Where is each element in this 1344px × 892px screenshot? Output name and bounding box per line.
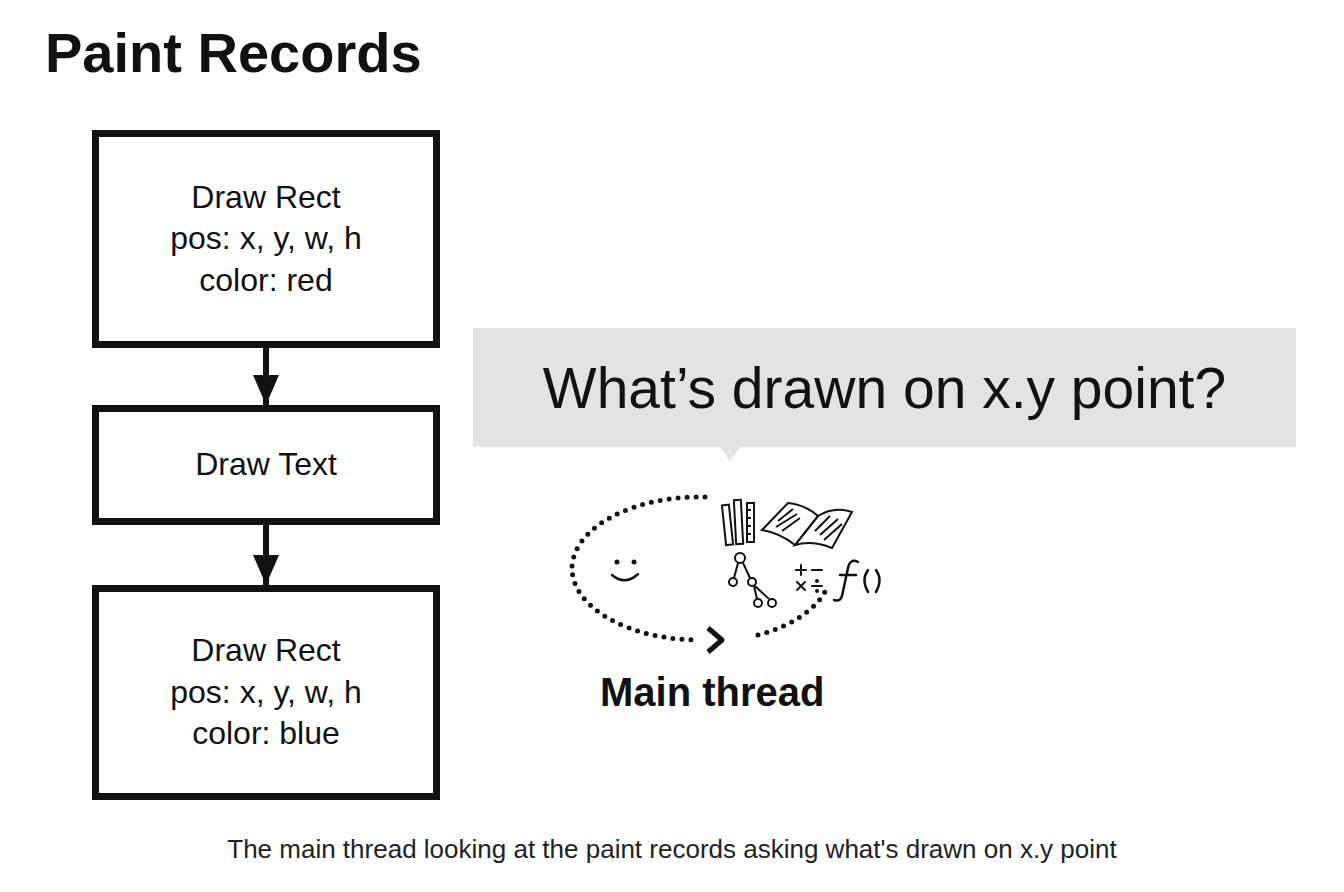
paint-record-box: Draw Rectpos: x, y, w, hcolor: blue	[92, 585, 440, 800]
node-text: pos: x, y, w, h	[170, 218, 361, 260]
loop-dots	[572, 497, 826, 640]
node-text: Draw Rect	[191, 630, 340, 672]
diagram-title: Paint Records	[45, 20, 422, 85]
tree-icon	[729, 553, 776, 607]
paint-record-box: Draw Text	[92, 405, 440, 525]
tools-icon	[722, 500, 754, 545]
callout-pointer	[719, 446, 741, 461]
figure-caption: The main thread looking at the paint rec…	[0, 834, 1344, 865]
speech-bubble: What’s drawn on x.y point?	[473, 328, 1296, 447]
function-icon	[834, 561, 880, 601]
thread-label: Main thread	[600, 670, 824, 715]
node-text: What’s drawn on x.y point?	[543, 355, 1226, 421]
node-text: Draw Rect	[191, 177, 340, 219]
node-text: color: blue	[192, 713, 340, 755]
paint-record-box: Draw Rectpos: x, y, w, hcolor: red	[92, 130, 440, 348]
loop-arrow	[708, 628, 722, 652]
node-text: pos: x, y, w, h	[170, 672, 361, 714]
flow-arrow	[263, 525, 269, 585]
node-text: Draw Text	[195, 444, 337, 486]
node-text: color: red	[199, 260, 332, 302]
math-icon	[796, 565, 822, 592]
smiley	[612, 560, 638, 581]
flow-arrow	[263, 348, 269, 405]
book-icon	[762, 503, 852, 548]
